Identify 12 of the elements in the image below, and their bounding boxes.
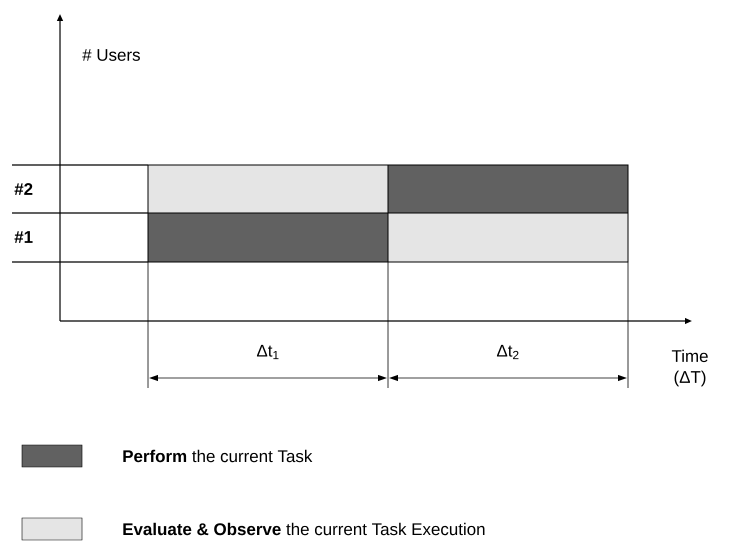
row-label: #1 — [14, 231, 33, 243]
dimension-label: Δt$_{2}$ — [496, 344, 518, 360]
timeline-bar — [388, 212, 628, 262]
timeline-bar — [148, 164, 388, 214]
dimension-label: Δt$_{1}$ — [256, 344, 278, 360]
legend-text: Evaluate & Observe the current Task Execution — [123, 522, 484, 536]
timeline-bar — [148, 212, 388, 262]
timeline-bar — [388, 164, 628, 214]
axis-label: Time (ΔT) — [672, 350, 708, 386]
row-label: #2 — [14, 183, 32, 195]
legend-text: Perform the current Task — [123, 450, 312, 462]
axis-label: # Users — [82, 49, 140, 61]
